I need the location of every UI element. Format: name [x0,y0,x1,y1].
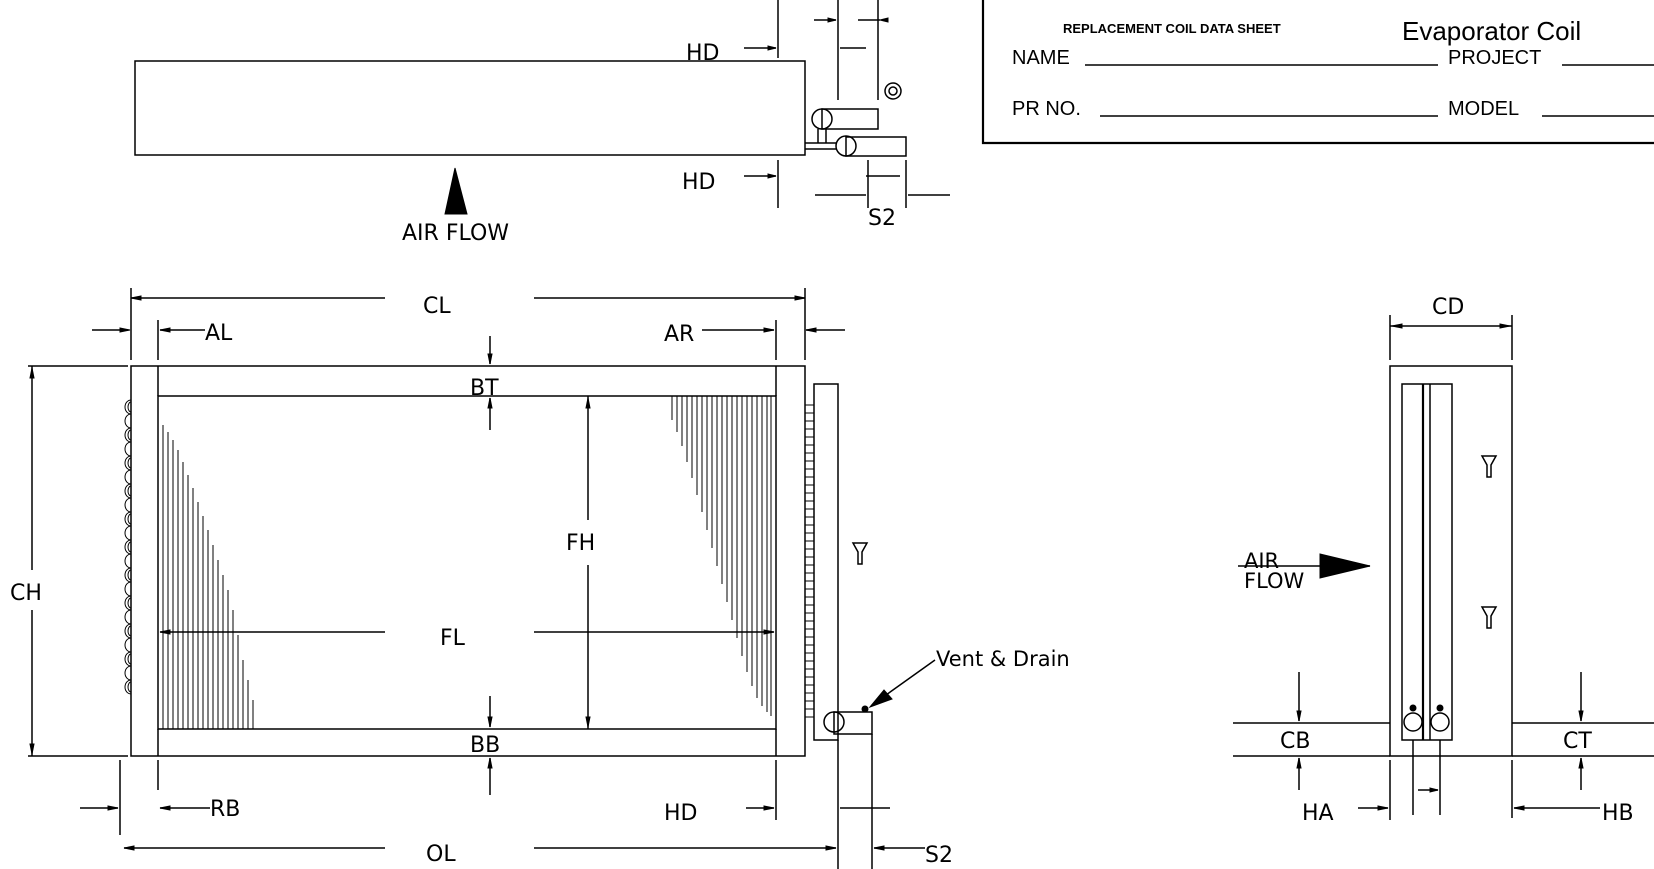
vent-drain-arrow-icon [868,689,893,709]
side-coil [1401,383,1453,741]
cd-label: CD [1432,295,1464,320]
right-fin-lines [671,396,772,716]
s2-top-label: S2 [868,206,896,231]
ar-label: AR [664,322,694,347]
air-label: AIR [1244,549,1279,573]
front-view: Vent & Drain CL AL AR BT FH CH [10,288,1070,869]
top-view-coil-body [134,60,806,156]
top-view: HD HD S2 AIR FLOW [134,0,950,246]
bt-label: BT [470,376,499,401]
front-header-pipe [813,383,839,741]
s2-bottom-label: S2 [925,843,953,868]
ct-label: CT [1563,729,1592,754]
left-fin-lines [162,425,254,729]
vent-drain-label: Vent & Drain [936,647,1070,671]
header-subtitle: REPLACEMENT COIL DATA SHEET [1063,21,1281,36]
fl-label: FL [440,626,466,651]
project-label: PROJECT [1448,47,1541,69]
header-title: Evaporator Coil [1402,16,1581,46]
ha-label: HA [1302,801,1334,826]
connection-outlet-pipe [833,711,873,735]
hd-mid-label: HD [682,170,715,195]
hb-label: HB [1602,801,1634,826]
hd-top-label: HD [686,41,719,66]
cb-label: CB [1280,729,1310,754]
top-header-upper-pipe [821,108,879,130]
side-casing [1389,365,1513,757]
air-flow-arrow-side-icon [1319,553,1371,579]
air-flow-top-label: AIR FLOW [402,221,509,246]
hd-bottom-label: HD [664,801,697,826]
bb-label: BB [470,733,500,758]
side-valve-lower-icon [1480,606,1498,629]
flow-label: FLOW [1244,569,1305,593]
side-valve-upper-icon [1480,455,1498,478]
model-label: MODEL [1448,98,1519,120]
air-flow-arrow-top-icon [444,167,468,215]
ch-label: CH [10,581,42,606]
ol-label: OL [426,842,456,867]
header-stub-tubes [805,404,814,718]
cl-label: CL [423,294,451,319]
fh-label: FH [566,531,595,556]
connection-symbol-icon [884,82,902,100]
front-fin-area [157,395,777,730]
left-return-bends [124,399,132,695]
data-sheet-header: REPLACEMENT COIL DATA SHEET Evaporator C… [981,0,1654,145]
valve-icon [851,542,869,565]
rb-label: RB [210,797,240,822]
top-header-lower-pipe [845,136,907,157]
side-view: CD AIR FLOW CB CT HA HB [1233,295,1654,826]
name-label: NAME [1012,47,1070,69]
al-label: AL [205,321,233,346]
front-coil-frame [130,365,806,757]
prno-label: PR NO. [1012,98,1081,120]
